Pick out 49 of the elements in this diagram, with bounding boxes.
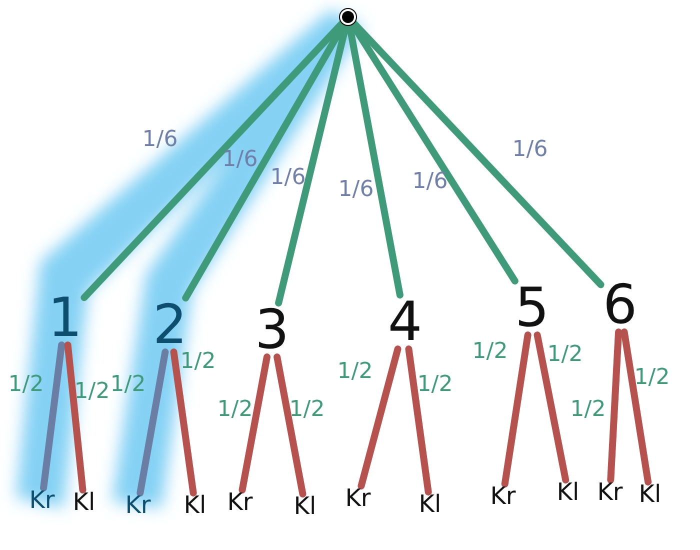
probability-label: 1/6 [142, 129, 178, 151]
branch-line [501, 332, 532, 488]
probability-label: 1/2 [570, 399, 606, 421]
probability-label: 1/2 [8, 374, 44, 396]
branch-line [136, 348, 169, 496]
branch-line [238, 354, 270, 494]
probability-label: 1/2 [417, 374, 453, 396]
outcome-label: Kl [182, 493, 208, 517]
outcome-label: Kl [70, 490, 98, 514]
root-dot [342, 11, 354, 23]
outcome-label: Kl [292, 494, 318, 518]
probability-label: 1/6 [338, 179, 374, 201]
probability-label: 1/2 [289, 399, 325, 421]
outcome-number: 5 [512, 281, 552, 335]
probability-label: 1/6 [222, 149, 258, 171]
probability-label: 1/6 [512, 139, 548, 161]
outcome-label: Kr [27, 488, 57, 512]
branch-line [64, 342, 86, 494]
outcome-label: Kr [488, 484, 518, 508]
probability-label: 1/2 [110, 374, 146, 396]
branch-line [358, 346, 402, 490]
outcome-number: 1 [46, 291, 84, 345]
outcome-label: Kl [554, 480, 582, 504]
outcome-label: Kr [123, 493, 153, 517]
probability-label: 1/2 [180, 351, 216, 373]
probability-label: 1/2 [74, 381, 110, 403]
branch-line [620, 328, 652, 486]
branch-line [405, 346, 432, 496]
outcome-label: Kr [595, 480, 625, 504]
probability-label: 1/6 [412, 171, 448, 193]
outcome-label: Kr [225, 490, 255, 514]
branch-line [607, 328, 622, 484]
probability-label: 1/2 [472, 341, 508, 363]
outcome-label: Kr [343, 486, 373, 510]
outcome-number: 4 [386, 295, 424, 349]
probability-label: 1/6 [270, 167, 306, 189]
outcome-label: Kl [416, 492, 444, 516]
branch-line [40, 342, 66, 492]
branch-line [274, 354, 306, 498]
probability-label: 1/2 [337, 361, 373, 383]
outcome-number: 2 [150, 298, 190, 352]
probability-label: 1/2 [547, 344, 583, 366]
outcome-number: 6 [600, 278, 640, 332]
outcome-number: 3 [252, 303, 292, 357]
branch-line [534, 332, 570, 484]
probability-label: 1/2 [217, 399, 253, 421]
outcome-label: Kl [636, 482, 664, 506]
probability-label: 1/2 [634, 367, 670, 389]
branch-line [170, 348, 197, 496]
